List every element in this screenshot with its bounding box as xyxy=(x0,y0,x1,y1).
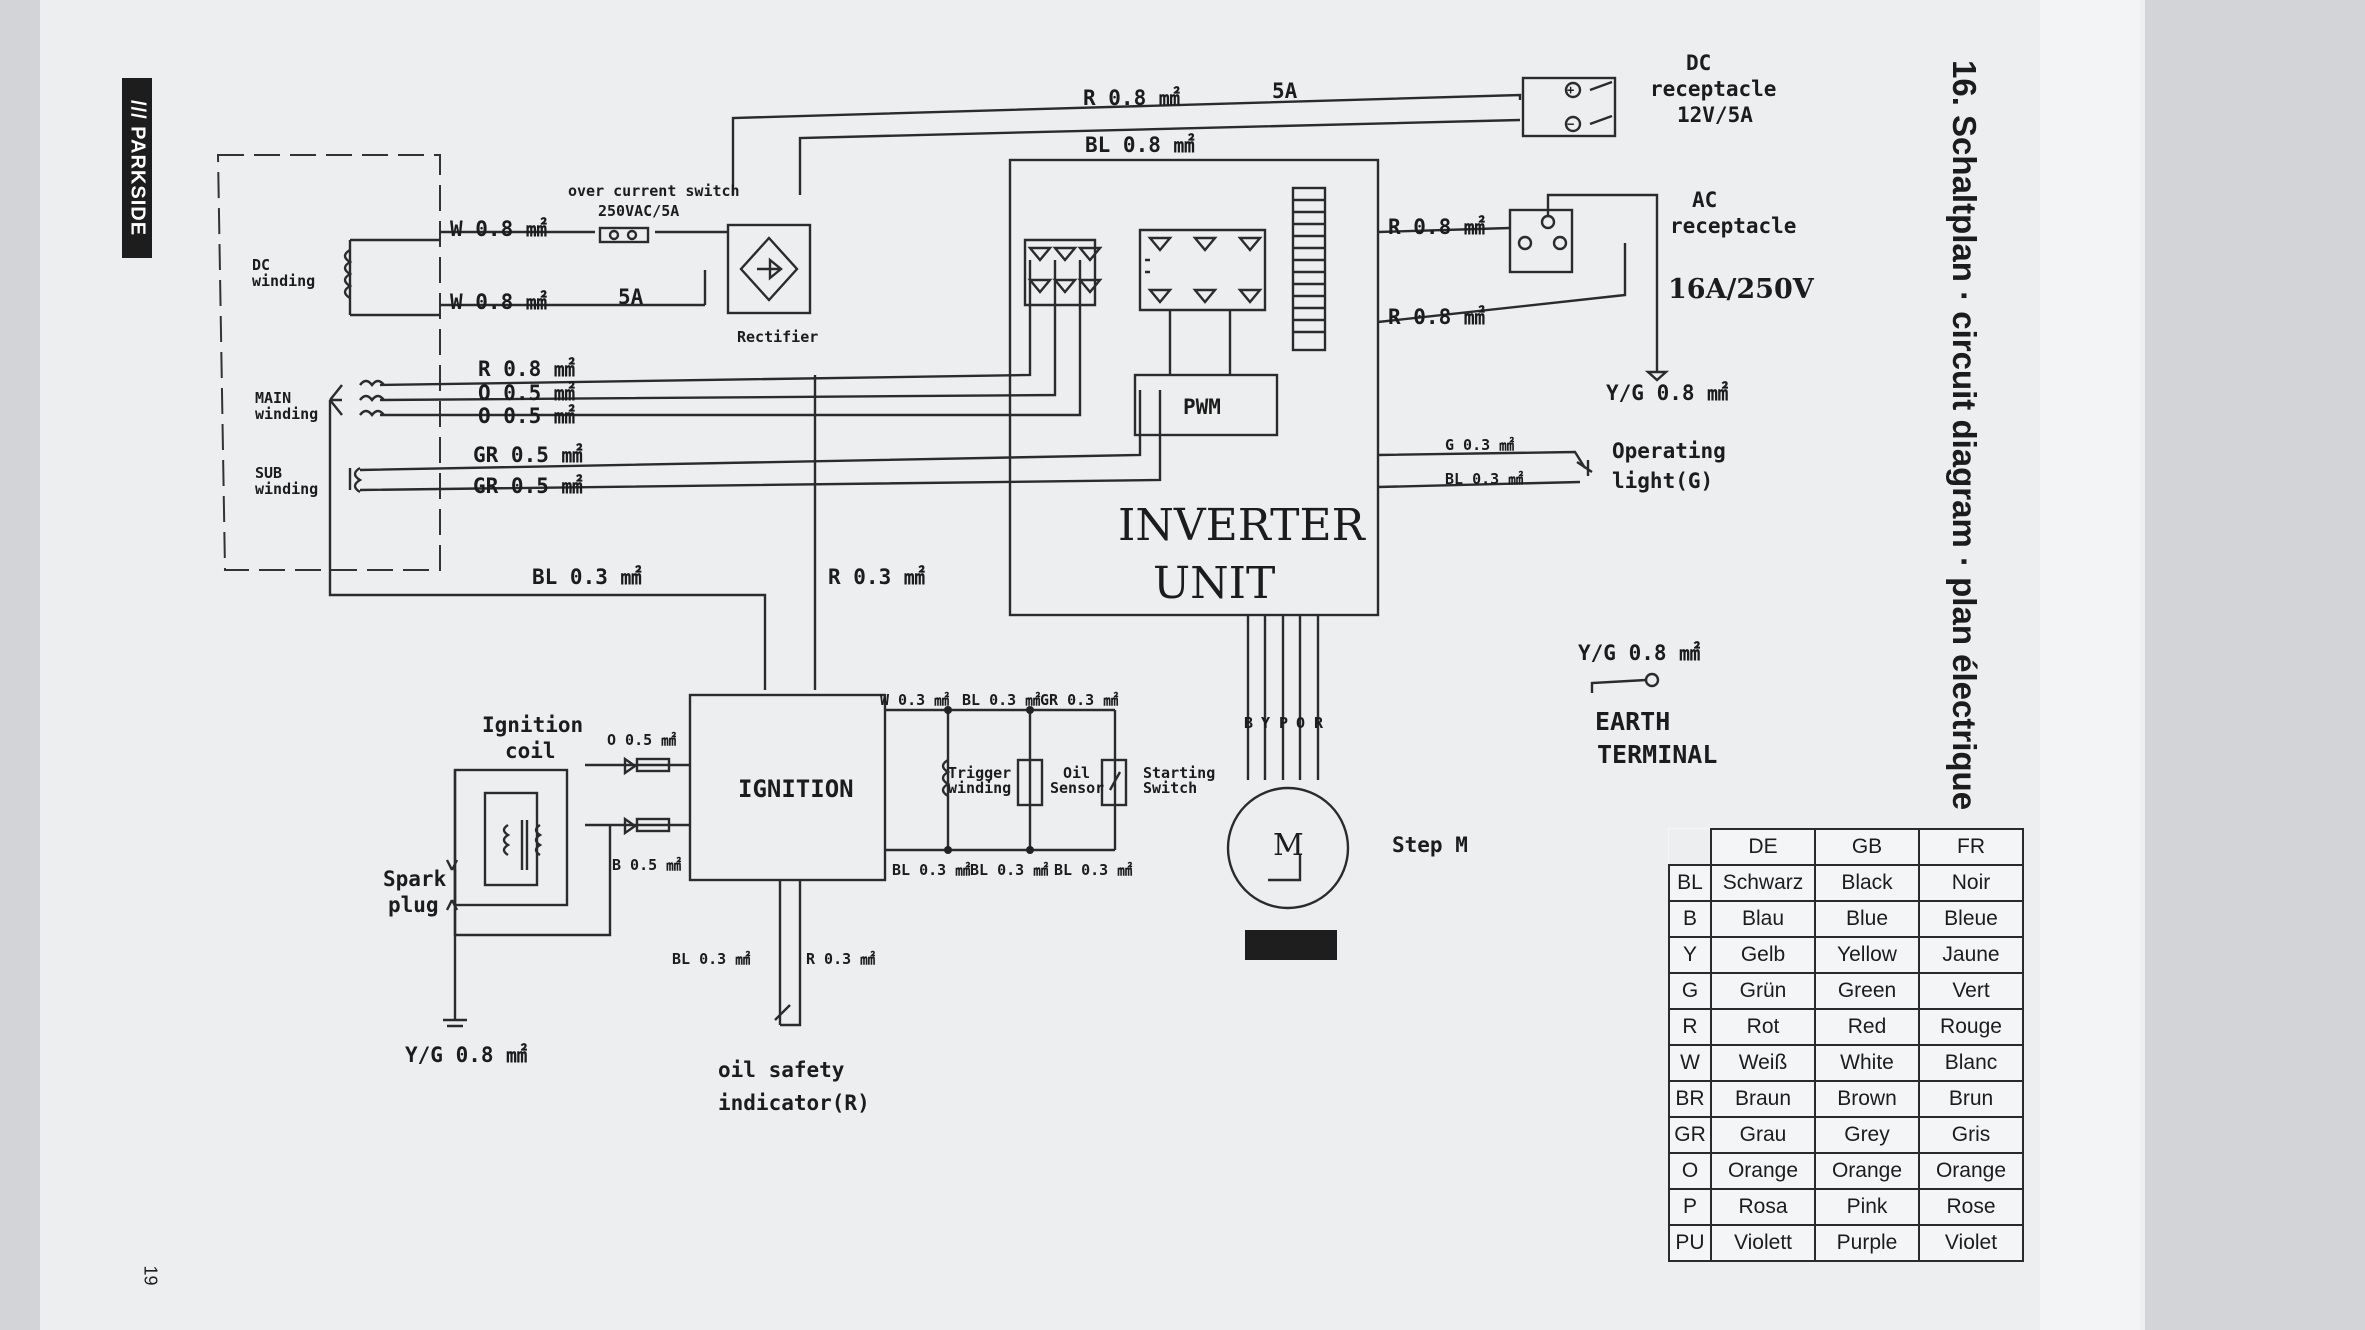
earth-terminal xyxy=(1590,672,1660,693)
wire-o-main1-label: O 0.5 ㎟ xyxy=(478,381,575,405)
rectifier-label: Rectifier xyxy=(737,328,818,346)
wire-bl-top-label: BL 0.8 ㎟ xyxy=(1085,133,1195,157)
svg-text:+: + xyxy=(1567,83,1574,97)
motor-lead-labels: B Y P O R xyxy=(1244,714,1324,732)
dc-receptacle: + − xyxy=(1521,76,1617,138)
wire-w-ign-label: W 0.3 ㎟ xyxy=(880,691,949,709)
ac-rating-label: 16A/250V xyxy=(1668,274,1815,305)
wire-r-ac-label: R 0.8 ㎟ xyxy=(1388,215,1485,239)
wire-bl-bot3-label: BL 0.3 ㎟ xyxy=(1054,861,1132,879)
wire-o-main2-label: O 0.5 ㎟ xyxy=(478,404,575,428)
step-motor-label: Step M xyxy=(1392,833,1468,857)
page-edge xyxy=(2040,0,2140,1330)
wire-r-top-label: R 0.8 ㎟ xyxy=(1083,86,1180,110)
wire-bl-light-label: BL 0.3 ㎟ xyxy=(1445,470,1523,488)
wire-r-ac2-label: R 0.8 ㎟ xyxy=(1388,305,1485,329)
svg-text:R: R xyxy=(1314,714,1324,732)
wire-o-coil-label: O 0.5 ㎟ xyxy=(607,731,676,749)
brand-logo: /// PARKSIDE xyxy=(122,78,152,258)
wire-bl-ign-label: BL 0.3 ㎟ xyxy=(962,691,1040,709)
ignition-module xyxy=(688,693,1128,1027)
ignition-coil xyxy=(443,756,690,1028)
wire-w1-label: W 0.8 ㎟ xyxy=(450,217,547,241)
pwm-label: PWM xyxy=(1183,395,1221,419)
rectifier xyxy=(726,223,812,315)
table-header-row: DE GB FR xyxy=(1669,828,2024,866)
wire-gr-ign-label: GR 0.3 ㎟ xyxy=(1040,691,1118,709)
wire-g-light-label: G 0.3 ㎟ xyxy=(1445,436,1514,454)
wire-r-03-label: R 0.3 ㎟ xyxy=(828,565,925,589)
wire-yg-spark-label: Y/G 0.8 ㎟ xyxy=(405,1043,527,1067)
svg-text:P: P xyxy=(1279,714,1288,732)
ignition-label: IGNITION xyxy=(738,775,854,803)
wire-gr-sub1-label: GR 0.5 ㎟ xyxy=(473,443,583,467)
svg-text:−: − xyxy=(1567,117,1574,131)
ac-receptacle xyxy=(1377,193,1670,382)
wire-b-coil-label: B 0.5 ㎟ xyxy=(612,856,681,874)
wire-bl-03-label: BL 0.3 ㎟ xyxy=(532,565,642,589)
wire-gr-sub2-label: GR 0.5 ㎟ xyxy=(473,474,583,498)
step-motor xyxy=(1226,615,1350,960)
wire-bl-bot2-label: BL 0.3 ㎟ xyxy=(970,861,1048,879)
wire-r-top-fuse: 5A xyxy=(1272,79,1298,103)
operating-light xyxy=(1377,450,1593,489)
wire-w2-fuse: 5A xyxy=(618,285,644,309)
wire-r-oil-label: R 0.3 ㎟ xyxy=(806,950,875,968)
wire-yg-ac-label: Y/G 0.8 ㎟ xyxy=(1606,381,1728,405)
over-current-switch xyxy=(598,226,650,244)
wire-r-main-label: R 0.8 ㎟ xyxy=(478,357,575,381)
wire-bl-bot1-label: BL 0.3 ㎟ xyxy=(892,861,970,879)
svg-text:O: O xyxy=(1296,714,1305,732)
svg-text:Y: Y xyxy=(1261,714,1270,732)
wire-yg-earth-label: Y/G 0.8 ㎟ xyxy=(1578,641,1700,665)
dc-wires xyxy=(440,93,1522,307)
main-winding-wires xyxy=(328,260,1162,690)
motor-symbol: M xyxy=(1273,828,1304,863)
generator-windings xyxy=(216,154,441,571)
wire-w2-label: W 0.8 ㎟ xyxy=(450,290,547,314)
inverter-unit xyxy=(1008,158,1380,617)
wire-bl-oil-label: BL 0.3 ㎟ xyxy=(672,950,750,968)
svg-text:B: B xyxy=(1244,714,1253,732)
